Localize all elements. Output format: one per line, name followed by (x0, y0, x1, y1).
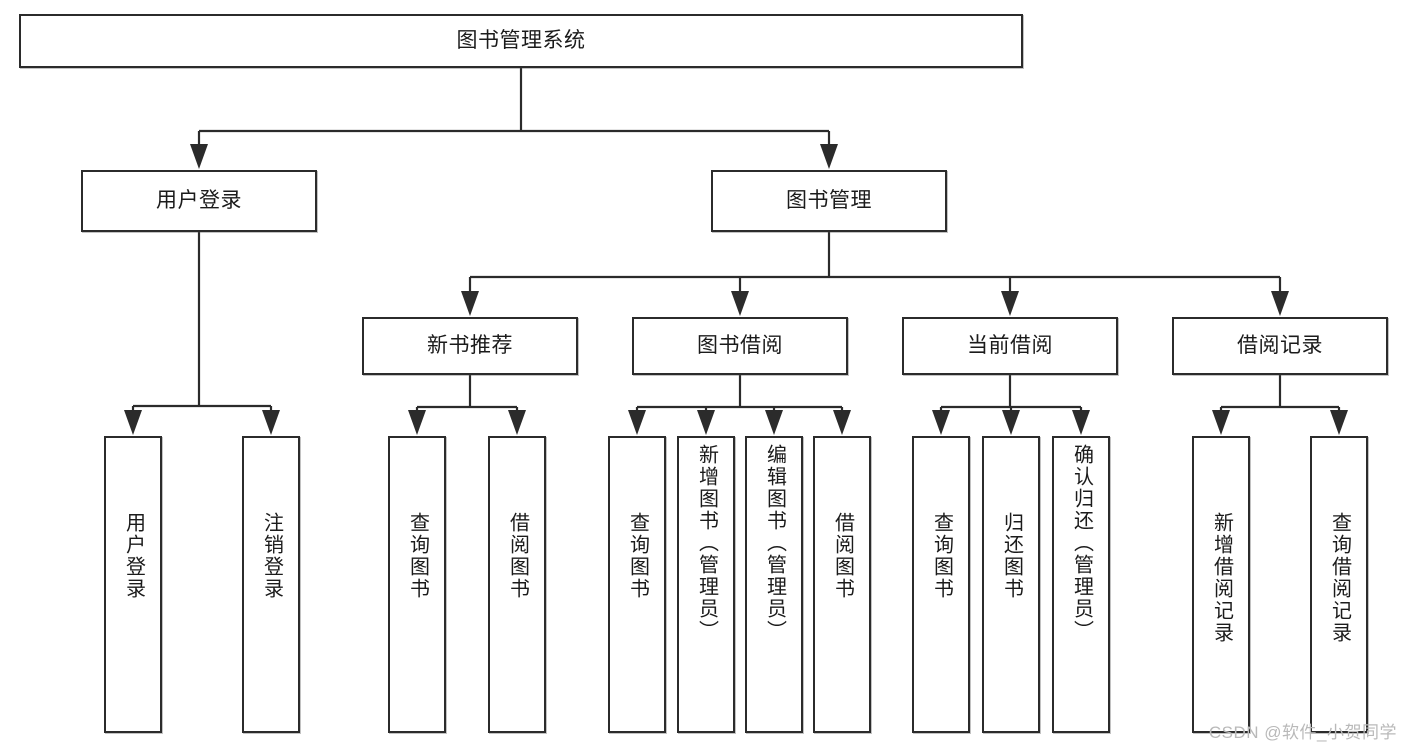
edge-arrowhead-leaf_rec_query (408, 410, 426, 435)
edge-arrowhead-leaf_bb_borrow (833, 410, 851, 435)
edge-arrowhead-book_manage (820, 144, 838, 169)
node-leaf-bb-add[interactable]: 新增图书（管理员） (677, 436, 735, 733)
node-new-book-rec[interactable]: 新书推荐 (362, 317, 578, 375)
node-label: 注销登录 (260, 512, 283, 600)
node-book-borrow[interactable]: 图书借阅 (632, 317, 848, 375)
edge-arrowhead-leaf_br_query (1330, 410, 1348, 435)
node-label: 确认归还（管理员） (1070, 444, 1093, 642)
node-label: 图书管理系统 (456, 28, 586, 52)
node-label: 查询图书 (406, 512, 429, 600)
edge-arrowhead-current_borrow (1001, 291, 1019, 316)
node-leaf-logout[interactable]: 注销登录 (242, 436, 300, 733)
edge-arrowhead-new_book_rec (461, 291, 479, 316)
edge-arrowhead-leaf_user_login (124, 410, 142, 435)
node-leaf-user-login[interactable]: 用户登录 (104, 436, 162, 733)
node-leaf-cb-query[interactable]: 查询图书 (912, 436, 970, 733)
edge-arrowhead-leaf_cb_confirm (1072, 410, 1090, 435)
node-leaf-rec-query[interactable]: 查询图书 (388, 436, 446, 733)
edge-arrowhead-leaf_bb_edit (765, 410, 783, 435)
node-leaf-bb-borrow[interactable]: 借阅图书 (813, 436, 871, 733)
node-leaf-br-add[interactable]: 新增借阅记录 (1192, 436, 1250, 733)
edge-arrowhead-leaf_br_add (1212, 410, 1230, 435)
node-label: 查询借阅记录 (1328, 512, 1351, 644)
node-label: 编辑图书（管理员） (763, 444, 786, 642)
edge-arrowhead-borrow_record (1271, 291, 1289, 316)
node-label: 图书管理 (786, 188, 872, 212)
node-leaf-cb-return[interactable]: 归还图书 (982, 436, 1040, 733)
node-borrow-record[interactable]: 借阅记录 (1172, 317, 1388, 375)
node-label: 新增图书（管理员） (695, 444, 718, 642)
edge-arrowhead-user_login (190, 144, 208, 169)
node-label: 查询图书 (930, 512, 953, 600)
node-label: 查询图书 (626, 512, 649, 600)
node-label: 借阅记录 (1237, 333, 1323, 357)
node-label: 当前借阅 (967, 333, 1053, 357)
watermark-text: CSDN @软件_小贺同学 (1208, 723, 1397, 742)
node-label: 新增借阅记录 (1210, 512, 1233, 644)
edge-arrowhead-leaf_bb_query (628, 410, 646, 435)
node-leaf-br-query[interactable]: 查询借阅记录 (1310, 436, 1368, 733)
node-label: 借阅图书 (831, 512, 854, 600)
node-book-manage[interactable]: 图书管理 (711, 170, 947, 232)
node-label: 归还图书 (1000, 512, 1023, 600)
node-label: 借阅图书 (506, 512, 529, 600)
node-leaf-rec-borrow[interactable]: 借阅图书 (488, 436, 546, 733)
node-label: 用户登录 (122, 512, 145, 600)
edge-arrowhead-book_borrow (731, 291, 749, 316)
edge-arrowhead-leaf_cb_return (1002, 410, 1020, 435)
node-leaf-bb-query[interactable]: 查询图书 (608, 436, 666, 733)
node-user-login[interactable]: 用户登录 (81, 170, 317, 232)
edge-arrowhead-leaf_bb_add (697, 410, 715, 435)
edge-arrowhead-leaf_cb_query (932, 410, 950, 435)
node-label: 新书推荐 (427, 333, 513, 357)
node-label: 图书借阅 (697, 333, 783, 357)
node-current-borrow[interactable]: 当前借阅 (902, 317, 1118, 375)
edge-arrowhead-leaf_rec_borrow (508, 410, 526, 435)
node-leaf-cb-confirm[interactable]: 确认归还（管理员） (1052, 436, 1110, 733)
node-leaf-bb-edit[interactable]: 编辑图书（管理员） (745, 436, 803, 733)
node-root[interactable]: 图书管理系统 (19, 14, 1023, 68)
edge-arrowhead-leaf_logout (262, 410, 280, 435)
node-label: 用户登录 (156, 188, 242, 212)
